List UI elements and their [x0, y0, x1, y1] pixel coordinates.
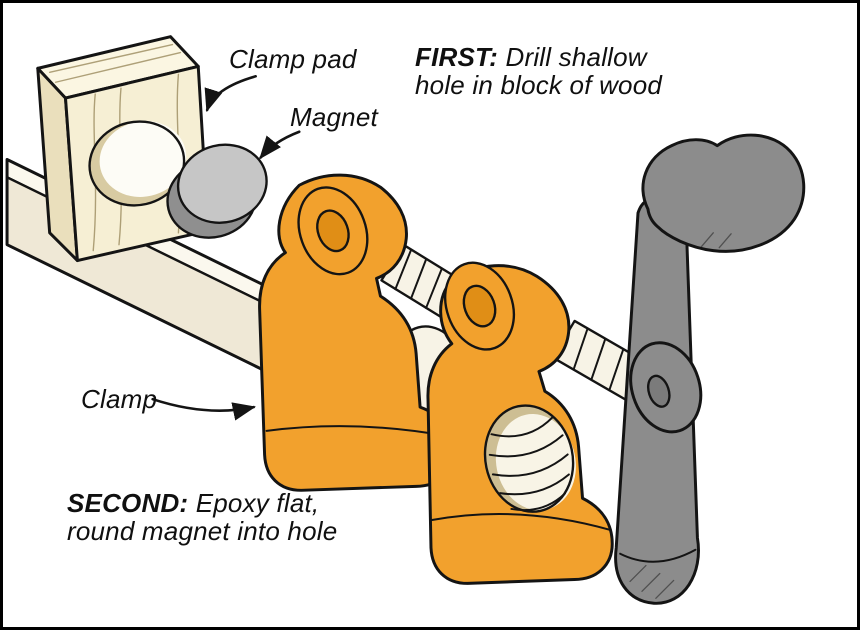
first-instruction-line1: FIRST: Drill shallow [415, 43, 662, 71]
second-text: Epoxy flat, [195, 488, 320, 518]
thread-arc [491, 453, 569, 477]
arrow-to-clamp-pad [204, 75, 257, 113]
arrow-to-magnet [259, 130, 301, 160]
clamp-label: Clamp [81, 384, 158, 414]
crank-handle [614, 133, 806, 605]
right-jaw-foot-contour [430, 513, 612, 531]
thread-line [425, 267, 443, 310]
left-jaw-boss-recess [316, 209, 350, 253]
clamp-illustration [5, 35, 806, 605]
thread-line [410, 258, 428, 300]
thread-arc [488, 434, 564, 458]
right-jaw-boss-recess [462, 284, 497, 328]
handle-grip [641, 133, 806, 253]
second-instruction: SECOND: Epoxy flat, round magnet into ho… [67, 489, 337, 545]
thread-line [572, 327, 589, 371]
thread-line [394, 248, 413, 291]
hole-interior [495, 414, 576, 511]
drilled-hole [88, 120, 187, 207]
second-instruction-line1: SECOND: Epoxy flat, [67, 489, 337, 517]
hole-rim [88, 120, 186, 207]
magnet-disc [166, 143, 268, 239]
arrow-to-clamp [151, 397, 256, 421]
wood-grain-line [54, 51, 182, 83]
handle-hatch-line [641, 572, 661, 592]
thread-arc [498, 473, 570, 496]
first-keyword: FIRST: [415, 42, 499, 72]
hole-bottom [99, 121, 187, 197]
handle-hatch-line [629, 564, 647, 583]
handle-hatch-line [655, 579, 675, 599]
second-instruction-line2: round magnet into hole [67, 516, 338, 546]
magnet-face [176, 143, 268, 224]
magnet-label: Magnet [290, 102, 378, 132]
first-text: Drill shallow [505, 42, 647, 72]
hole-rim [483, 404, 575, 513]
first-instruction-line2: hole in block of wood [415, 70, 663, 100]
thread-line [608, 348, 625, 392]
handle-hub-oval [646, 374, 671, 408]
threaded-hole [483, 404, 576, 513]
handle-hatch-line [700, 232, 714, 248]
clamp-right-jaw [426, 261, 614, 585]
second-keyword: SECOND: [67, 488, 189, 518]
clamp-pad-label: Clamp pad [229, 44, 357, 74]
thread-arc [490, 416, 554, 438]
first-instruction: FIRST: Drill shallow hole in block of wo… [415, 43, 662, 99]
handle-hatch-line [718, 233, 732, 249]
handle-foot-contour [619, 548, 697, 563]
wood-grain-line [48, 43, 174, 74]
thread-line [590, 337, 607, 381]
callout-arrows [151, 75, 301, 421]
